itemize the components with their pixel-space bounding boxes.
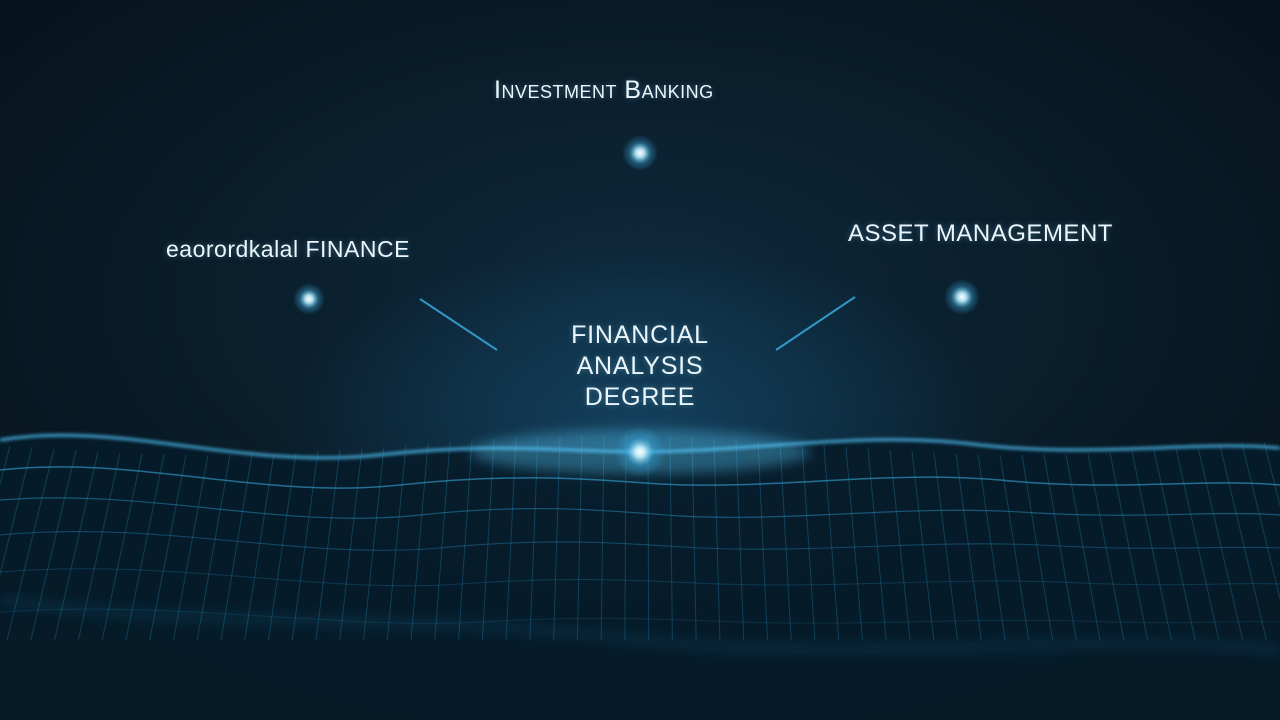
data-wave-mesh [0,433,1280,720]
node-label-investment-banking: Investment Banking [494,76,714,104]
right-node [944,279,980,315]
center-label-line-2: ANALYSIS [576,352,704,380]
left-diagonal-line [419,298,498,351]
node-label-finance: eaorordkalal FINANCE [166,236,410,262]
right-diagonal-line [775,296,856,351]
center-label-line-3: DEGREE [584,383,696,411]
left-node [293,283,325,315]
hub-node [614,426,666,478]
center-label-line-1: FINANCIAL [571,321,709,349]
node-label-asset-management: ASSET MANAGEMENT [848,220,1113,247]
top-node [622,135,658,171]
center-label: FINANCIAL ANALYSIS DEGREE [540,320,740,413]
